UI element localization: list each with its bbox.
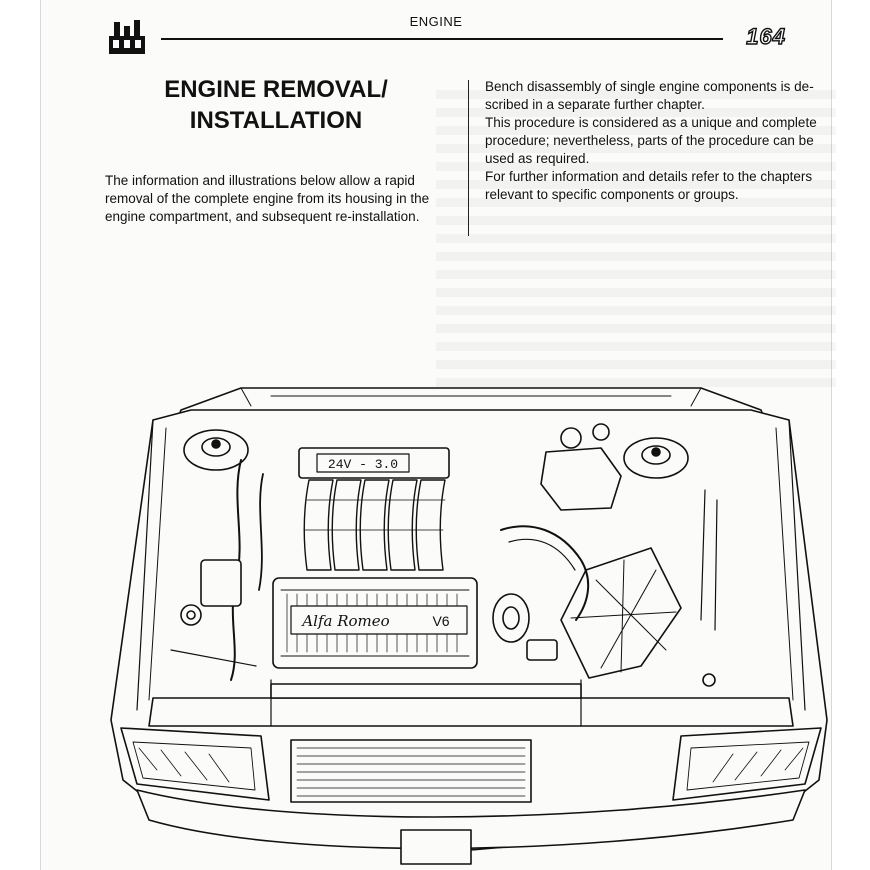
page-number: 164 (746, 23, 786, 49)
intro-line: removal of the complete engine from its … (105, 191, 430, 206)
notes-line: procedure; nevertheless, parts of the pr… (485, 133, 814, 148)
section-label: ENGINE (409, 14, 463, 29)
left-headlight (120, 727, 270, 801)
right-headlight (672, 727, 822, 801)
engine-compartment-illustration: 24V - 3.0 Alfa Romeo V6 (110, 387, 828, 865)
intro-line: The information and illustrations below … (105, 173, 415, 188)
intake-hose (500, 525, 590, 621)
notes-line: Bench disassembly of single engine compo… (485, 79, 814, 94)
air-box (560, 547, 682, 679)
manual-page: ENGINE 164 ENGINE REMOVAL/ INSTALLATION … (40, 0, 836, 870)
intro-line: engine compartment, and subsequent re-in… (105, 209, 420, 224)
notes-line: For further information and details refe… (485, 169, 813, 184)
notes-line: relevant to specific components or group… (485, 187, 739, 202)
front-bumper (136, 789, 806, 850)
notes-line: scribed in a separate further chapter. (485, 97, 705, 112)
title-line-1: ENGINE REMOVAL/ (164, 76, 388, 103)
header-rule (161, 38, 723, 40)
page-title: ENGINE REMOVAL/ INSTALLATION (121, 74, 431, 136)
engine-pistons-icon (109, 20, 145, 54)
grille (290, 739, 532, 803)
cover-engine-text: V6 (432, 613, 449, 629)
procedure-notes: Bench disassembly of single engine compo… (485, 78, 830, 204)
notes-line: used as required. (485, 151, 590, 166)
coolant-reservoir (540, 447, 622, 511)
intake-runners (303, 479, 446, 571)
column-divider (468, 80, 469, 236)
radiator-support (148, 697, 794, 727)
right-strut-tower (623, 437, 689, 479)
intake-plate-text: 24V - 3.0 (328, 457, 398, 472)
intro-paragraph: The information and illustrations below … (105, 172, 451, 226)
cover-brand-text: Alfa Romeo (300, 612, 389, 630)
title-line-2: INSTALLATION (189, 107, 363, 134)
left-strut-tower (183, 429, 249, 471)
notes-line: This procedure is considered as a unique… (485, 115, 817, 130)
